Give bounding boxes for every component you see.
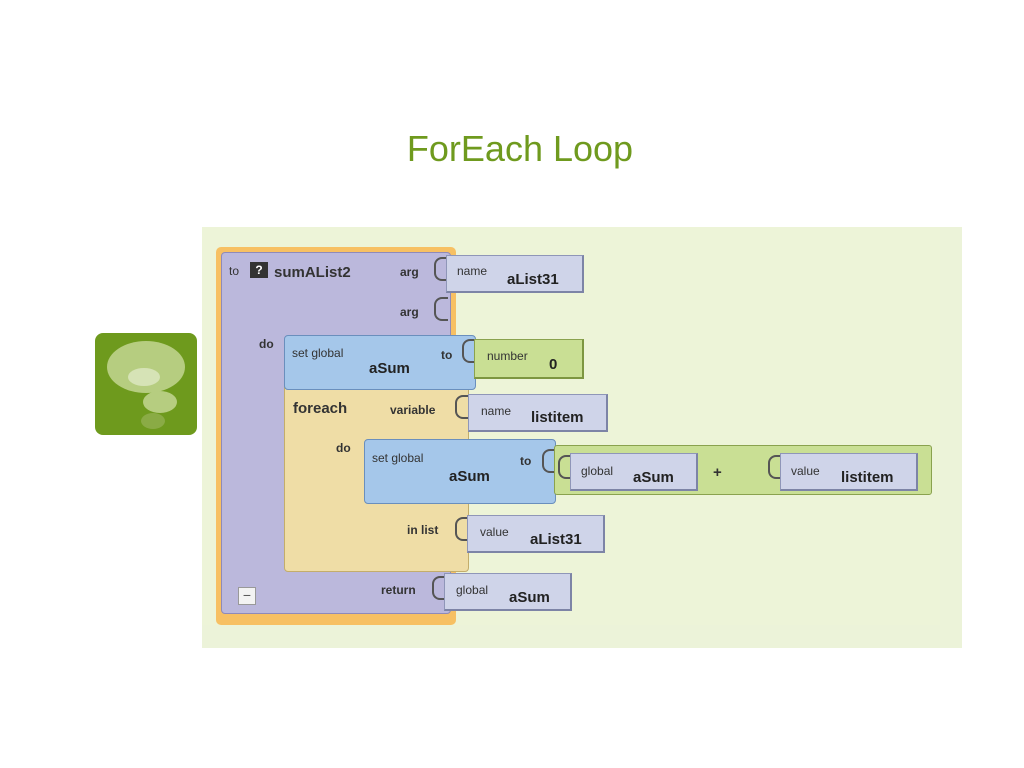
set-global-2-caption: set global — [372, 451, 424, 465]
in-list-connector-icon — [455, 517, 469, 541]
procedure-arg2-label: arg — [400, 305, 419, 319]
value-listitem-connector-icon — [768, 455, 782, 479]
procedure-do-label: do — [259, 337, 274, 351]
set-global-block-2[interactable]: set global aSum to — [364, 439, 556, 504]
foreach-variable-label: variable — [390, 403, 436, 417]
procedure-name[interactable]: sumAList2 — [274, 264, 351, 281]
foreach-variable-connector-icon — [455, 395, 469, 419]
procedure-question-icon[interactable]: ? — [250, 262, 268, 278]
procedure-to-label: to — [229, 264, 240, 278]
number-block[interactable]: number 0 — [474, 339, 584, 379]
procedure-arg1-label: arg — [400, 265, 419, 279]
plus-label: + — [713, 464, 722, 481]
value-alist-value[interactable]: aList31 — [530, 531, 582, 548]
global-asum-2-caption: global — [456, 583, 489, 597]
arg2-connector-icon — [434, 297, 448, 321]
arg1-connector-icon — [434, 257, 448, 281]
set-global-1-caption: set global — [292, 346, 344, 360]
set-global-2-var[interactable]: aSum — [449, 468, 490, 485]
speech-bubble-logo-icon — [95, 333, 197, 435]
blocks-workspace[interactable]: to ? sumAList2 arg arg do return − name … — [202, 227, 962, 648]
set-global-1-connector-icon — [462, 339, 476, 363]
global-asum-block-2[interactable]: global aSum — [444, 573, 572, 611]
global-asum-1-value[interactable]: aSum — [633, 469, 674, 486]
slide-title: ForEach Loop — [406, 128, 634, 169]
value-alist-caption: value — [480, 525, 509, 539]
global-asum-1-caption: global — [581, 464, 614, 478]
value-alist-block[interactable]: value aList31 — [467, 515, 605, 553]
arg-name-value[interactable]: aList31 — [507, 271, 559, 288]
set-global-2-to-label: to — [520, 454, 532, 468]
value-listitem-caption: value — [791, 464, 820, 478]
loop-variable-caption: name — [481, 404, 512, 418]
set-global-1-to-label: to — [441, 348, 453, 362]
set-global-2-connector-icon — [542, 449, 556, 473]
arg-name-caption: name — [457, 264, 488, 278]
foreach-in-list-label: in list — [407, 523, 439, 537]
loop-variable-block[interactable]: name listitem — [468, 394, 608, 432]
loop-variable-value[interactable]: listitem — [531, 409, 584, 426]
number-value[interactable]: 0 — [549, 356, 558, 373]
number-caption: number — [487, 349, 528, 363]
global-asum-1-connector-icon — [558, 455, 572, 479]
global-asum-2-value[interactable]: aSum — [509, 589, 550, 606]
set-global-1-var[interactable]: aSum — [369, 360, 410, 377]
arg-name-block[interactable]: name aList31 — [446, 255, 584, 293]
foreach-do-label: do — [336, 441, 351, 455]
value-listitem-block[interactable]: value listitem — [780, 453, 918, 491]
foreach-label: foreach — [293, 400, 348, 417]
collapse-button[interactable]: − — [238, 587, 256, 605]
procedure-return-label: return — [381, 583, 416, 597]
value-listitem-value[interactable]: listitem — [841, 469, 894, 486]
set-global-block-1[interactable]: set global aSum to — [284, 335, 476, 390]
return-connector-icon — [432, 576, 446, 600]
global-asum-block-1[interactable]: global aSum — [570, 453, 698, 491]
